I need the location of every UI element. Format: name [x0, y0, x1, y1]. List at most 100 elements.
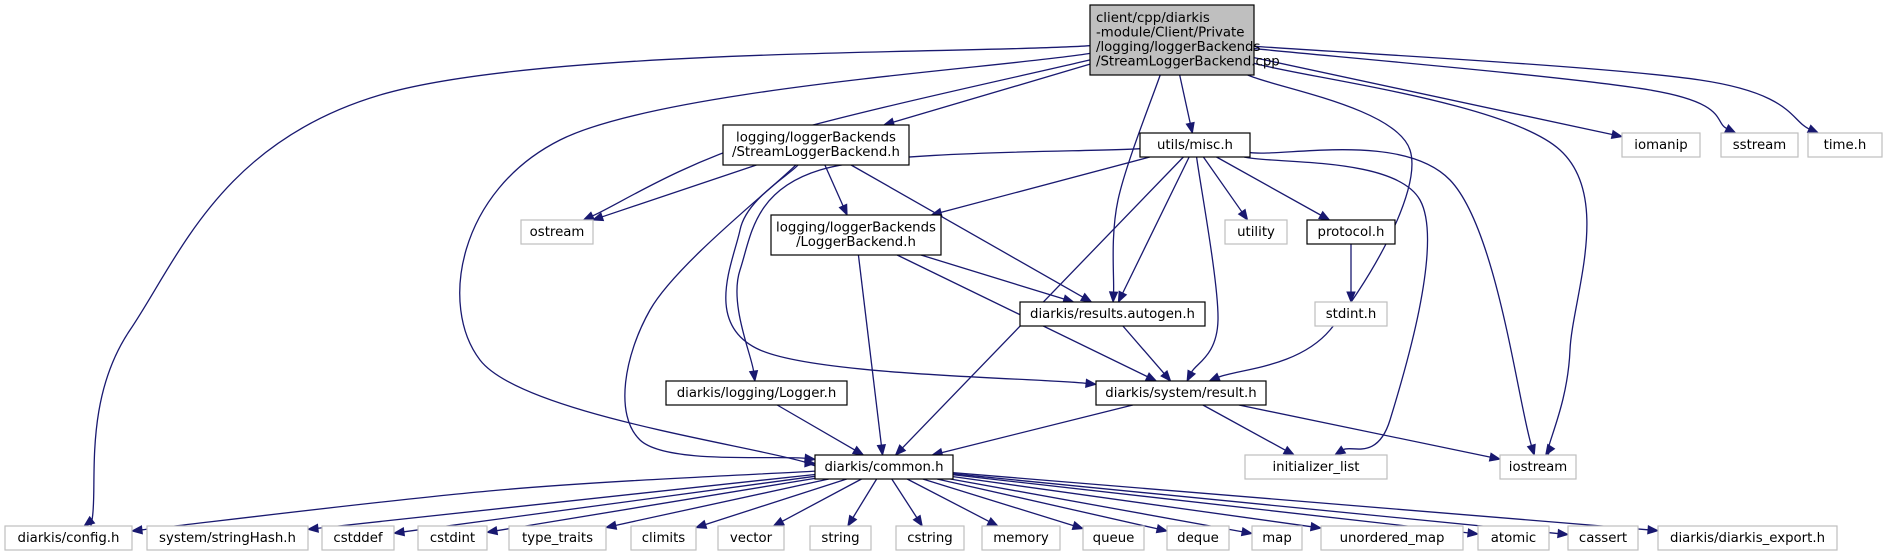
- node-box: [809, 525, 872, 551]
- edge-line: [906, 478, 990, 522]
- node-stdint: stdint.h: [1314, 301, 1388, 327]
- edge-common-to-config: [130, 470, 816, 535]
- node-label: diarkis/system/result.h: [1105, 386, 1256, 401]
- node-initlist: initializer_list: [1244, 454, 1388, 480]
- node-box: [814, 454, 954, 480]
- edge-line: [1191, 156, 1219, 373]
- edge-line: [1218, 74, 1413, 378]
- node-vector: vector: [717, 525, 785, 551]
- edges-layer: [83, 45, 1820, 539]
- edge-line: [852, 478, 878, 518]
- arrowhead-icon: [1079, 292, 1093, 303]
- edge-line: [1122, 325, 1165, 374]
- node-box: [665, 380, 848, 406]
- edge-line: [1253, 47, 1728, 130]
- edge-line: [922, 478, 1074, 527]
- arrowhead-icon: [804, 453, 817, 463]
- node-label: memory: [993, 531, 1049, 546]
- node-cstddef: cstddef: [321, 525, 395, 551]
- edge-line: [88, 45, 1091, 535]
- node-iostream: iostream: [1499, 454, 1577, 480]
- node-config: diarkis/config.h: [4, 525, 133, 551]
- arrowhead-icon: [1318, 210, 1331, 221]
- node-box: [1621, 132, 1701, 158]
- arrowhead-icon: [306, 523, 319, 533]
- edge-line: [1238, 404, 1491, 458]
- node-box: [1306, 219, 1396, 245]
- arrowhead-icon: [748, 369, 759, 383]
- edge-common-to-cstdint: [485, 477, 816, 536]
- node-box: [717, 525, 785, 551]
- node-label: string: [821, 531, 859, 546]
- edge-line: [891, 478, 918, 518]
- arrowhead-icon: [1240, 526, 1254, 537]
- node-label: logging/loggerBackends: [736, 131, 896, 146]
- arrowhead-icon: [1488, 452, 1502, 462]
- node-label: protocol.h: [1318, 225, 1385, 240]
- edge-root-to-common: [459, 52, 1091, 472]
- node-box: [321, 525, 395, 551]
- edge-line: [403, 475, 816, 533]
- edge-line: [1253, 62, 1588, 460]
- node-utility: utility: [1224, 219, 1288, 245]
- node-umap: unordered_map: [1320, 525, 1464, 551]
- edge-line: [1249, 149, 1533, 446]
- edge-logger-to-common: [776, 404, 865, 456]
- node-box: [981, 525, 1061, 551]
- arrowhead-icon: [1160, 369, 1172, 383]
- edge-misc-to-iostream: [1249, 149, 1536, 457]
- node-box: [1089, 4, 1255, 76]
- node-common[interactable]: diarkis/common.h: [814, 454, 954, 480]
- edge-root-to-timeh: [1253, 45, 1820, 134]
- node-label: /logging/loggerBackends: [1096, 40, 1260, 55]
- arrowhead-icon: [604, 520, 618, 530]
- edge-misc-to-results: [1117, 156, 1190, 304]
- node-label: atomic: [1491, 531, 1536, 546]
- arrowhead-icon: [1237, 208, 1249, 222]
- edge-common-to-string: [847, 478, 878, 528]
- node-streamh[interactable]: logging/loggerBackends/StreamLoggerBacke…: [722, 124, 910, 166]
- arrowhead-icon: [582, 211, 595, 221]
- node-box: [1139, 132, 1251, 158]
- node-label: map: [1262, 531, 1292, 546]
- edge-line: [1112, 74, 1161, 293]
- node-box: [1567, 525, 1639, 551]
- arrowhead-icon: [485, 525, 499, 536]
- node-loggerbackend[interactable]: logging/loggerBackends/LoggerBackend.h: [770, 214, 942, 256]
- node-label: client/cpp/diarkis: [1096, 11, 1210, 26]
- node-misc[interactable]: utils/misc.h: [1139, 132, 1251, 158]
- node-label: logging/loggerBackends: [776, 221, 936, 236]
- node-box: [1166, 525, 1230, 551]
- arrowhead-icon: [894, 444, 907, 456]
- node-label: utility: [1237, 225, 1275, 240]
- edge-misc-to-utility: [1202, 156, 1249, 222]
- node-box: [895, 525, 965, 551]
- edge-line: [601, 164, 757, 218]
- edge-line: [615, 478, 829, 526]
- node-box: [1477, 525, 1550, 551]
- node-label: diarkis/results.autogen.h: [1030, 307, 1195, 322]
- node-atomic: atomic: [1477, 525, 1550, 551]
- arrowhead-icon: [1526, 443, 1536, 457]
- node-cstdint: cstdint: [417, 525, 488, 551]
- edge-line: [1122, 156, 1190, 294]
- node-protocol[interactable]: protocol.h: [1306, 219, 1396, 245]
- node-box: [1082, 525, 1145, 551]
- node-result[interactable]: diarkis/system/result.h: [1095, 380, 1267, 406]
- node-label: system/stringHash.h: [159, 531, 296, 546]
- edge-line: [1202, 404, 1286, 451]
- edge-common-to-deque: [936, 478, 1169, 534]
- node-label: diarkis/diarkis_export.h: [1670, 531, 1825, 546]
- arrowhead-icon: [83, 515, 96, 527]
- edge-line: [952, 476, 1312, 528]
- edge-common-to-umap: [952, 476, 1323, 532]
- node-logger[interactable]: diarkis/logging/Logger.h: [665, 380, 848, 406]
- node-label: stdint.h: [1326, 307, 1377, 322]
- edge-line: [736, 148, 1141, 372]
- node-results[interactable]: diarkis/results.autogen.h: [1019, 301, 1206, 327]
- node-label: /LoggerBackend.h: [796, 235, 916, 250]
- edge-line: [1216, 156, 1322, 216]
- edge-common-to-export: [952, 472, 1660, 535]
- node-label: utils/misc.h: [1157, 138, 1233, 153]
